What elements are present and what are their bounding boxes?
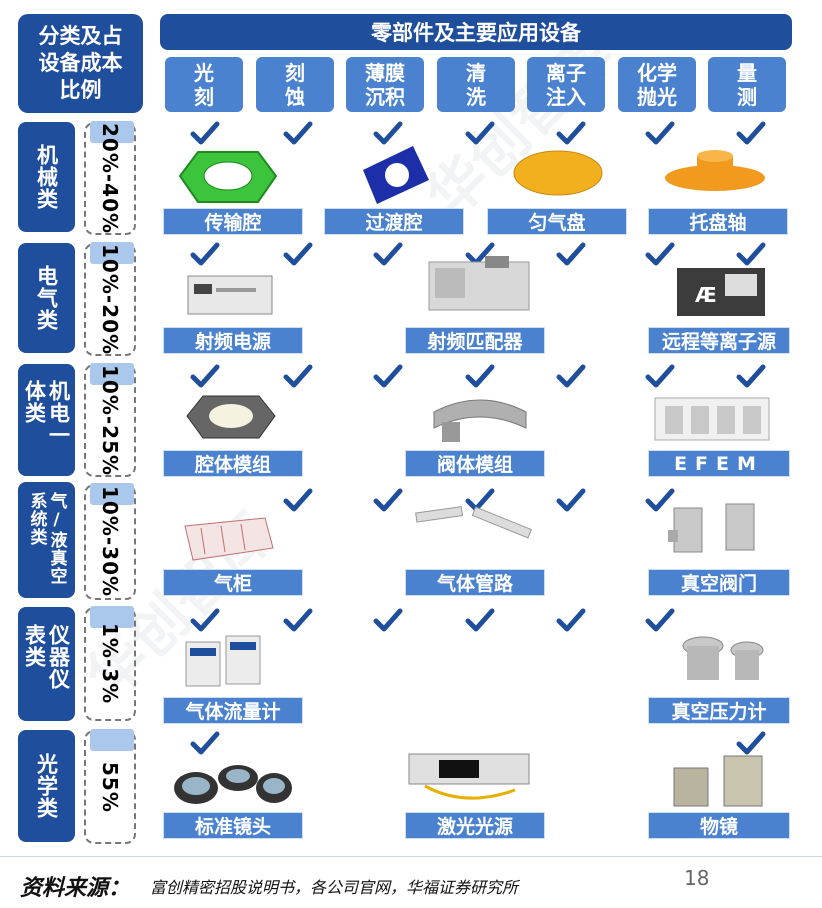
standard-lens-image: [174, 765, 292, 804]
component-label: 真空阀门: [648, 569, 790, 596]
check-icon: [556, 120, 586, 146]
check-icon: [465, 363, 495, 389]
equipment-deposition: 薄膜 沉积: [346, 57, 424, 112]
equipment-cleaning: 清 洗: [437, 57, 515, 112]
hexagonal-transfer-chamber-image: [178, 151, 278, 203]
component-label: EFEM: [648, 450, 790, 477]
share-gas-vacuum: 10%-30%: [84, 483, 136, 600]
gas-distribution-disk-image: [513, 150, 603, 196]
check-icon: [283, 607, 313, 633]
source-label: 资料来源：: [20, 875, 131, 901]
check-icon: [190, 241, 220, 267]
equipment-header: 零部件及主要应用设备: [160, 14, 792, 50]
check-icon: [283, 487, 313, 513]
chamber-module-image: [186, 395, 276, 439]
efem-image: [654, 397, 770, 441]
component-label: 阀体模组: [405, 450, 545, 477]
share-electrical: 10%-20%: [84, 242, 136, 356]
check-icon: [373, 607, 403, 633]
check-icon: [736, 730, 766, 756]
check-icon: [556, 607, 586, 633]
remote-plasma-source-image: Æ: [677, 268, 765, 316]
category-electrical: 电气类: [18, 243, 75, 353]
laser-source-image: [408, 753, 530, 800]
component-label: 传输腔: [163, 208, 303, 235]
vacuum-gauge-image: [682, 636, 764, 680]
share-mechatronic: 10%-25%: [84, 363, 136, 477]
category-optical: 光学类: [18, 730, 75, 842]
share-instruments: 1%-3%: [84, 606, 136, 721]
check-icon: [190, 120, 220, 146]
check-icon: [645, 363, 675, 389]
page-number: 18: [684, 866, 710, 890]
check-icon: [556, 487, 586, 513]
svg-text:Æ: Æ: [695, 283, 717, 307]
check-icon: [556, 363, 586, 389]
component-label: 标准镜头: [163, 812, 303, 839]
component-label: 射频匹配器: [405, 327, 545, 354]
equipment-ion-implant: 离子 注入: [527, 57, 605, 112]
check-icon: [465, 120, 495, 146]
share-optical: 55%: [84, 729, 136, 844]
gas-line-image: [415, 506, 532, 539]
component-label: 过渡腔: [324, 208, 464, 235]
check-icon: [373, 241, 403, 267]
component-label: 真空压力计: [648, 697, 790, 724]
valve-module-image: [433, 399, 527, 442]
check-icon: [556, 241, 586, 267]
check-icon: [373, 120, 403, 146]
gas-cabinet-image: [184, 517, 274, 561]
check-icon: [190, 363, 220, 389]
check-icon: [190, 607, 220, 633]
check-icon: [736, 241, 766, 267]
share-mechanical: 20%-40%: [84, 121, 136, 235]
component-label: 腔体模组: [163, 450, 303, 477]
rf-power-supply-image: [187, 275, 273, 315]
equipment-metrology: 量 测: [708, 57, 786, 112]
category-instruments: 仪器仪表类: [18, 607, 75, 721]
mass-flow-controller-image: [185, 635, 261, 687]
footer-divider: [0, 856, 822, 857]
component-label: 气柜: [163, 569, 303, 596]
category-mechatronic: 机电一体类: [18, 364, 75, 476]
check-icon: [373, 487, 403, 513]
equipment-cmp: 化学 抛光: [618, 57, 696, 112]
component-label: 气体管路: [405, 569, 545, 596]
vacuum-valve-image: [668, 503, 755, 553]
check-icon: [645, 120, 675, 146]
source-text: 富创精密招股说明书，各公司官网，华福证券研究所: [150, 878, 519, 897]
component-label: 物镜: [648, 812, 790, 839]
component-label: 激光光源: [405, 812, 545, 839]
check-icon: [645, 487, 675, 513]
objective-lens-image: [673, 755, 763, 807]
component-label: 气体流量计: [163, 697, 303, 724]
check-icon: [465, 607, 495, 633]
check-icon: [283, 363, 313, 389]
transition-chamber-image: [363, 146, 429, 204]
category-gas-vacuum: 气/液真空系统类: [18, 482, 75, 598]
check-icon: [190, 730, 220, 756]
category-mechanical: 机械类: [18, 122, 75, 232]
component-label: 射频电源: [163, 327, 303, 354]
component-label: 托盘轴: [648, 208, 788, 235]
check-icon: [283, 120, 313, 146]
check-icon: [373, 363, 403, 389]
check-icon: [645, 241, 675, 267]
category-header: 分类及占 设备成本 比例: [18, 14, 143, 113]
equipment-lithography: 光 刻: [165, 57, 243, 112]
check-icon: [645, 607, 675, 633]
check-icon: [736, 120, 766, 146]
equipment-etching: 刻 蚀: [256, 57, 334, 112]
rf-matcher-image: [428, 256, 530, 311]
check-icon: [283, 241, 313, 267]
component-label: 远程等离子源: [648, 327, 790, 354]
tray-shaft-image: [665, 150, 765, 191]
component-label: 匀气盘: [487, 208, 627, 235]
check-icon: [736, 363, 766, 389]
